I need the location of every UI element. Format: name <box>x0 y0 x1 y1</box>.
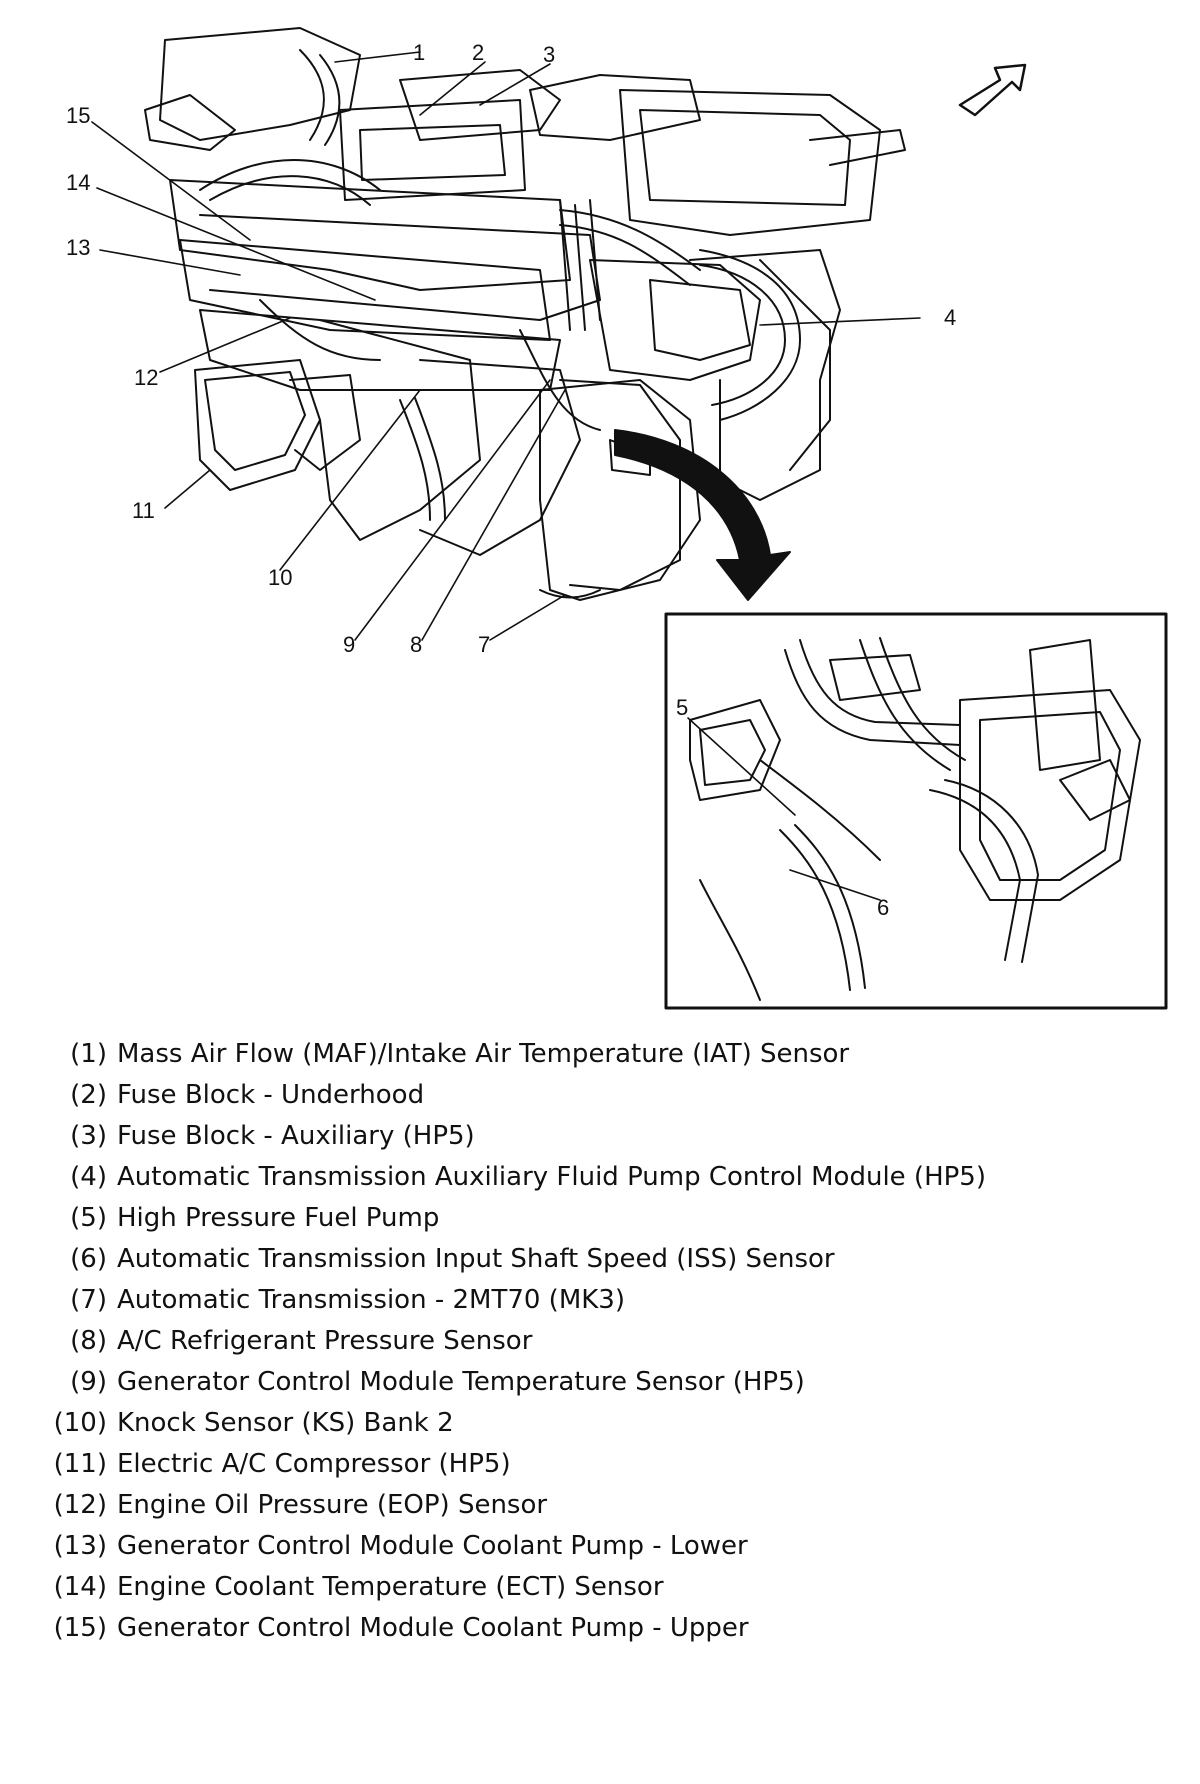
legend-number: (15) <box>53 1613 107 1643</box>
legend-number: (11) <box>53 1449 107 1479</box>
callout-2: 2 <box>472 40 484 65</box>
legend-item: (13) Generator Control Module Coolant Pum… <box>44 1526 1164 1567</box>
legend-label: High Pressure Fuel Pump <box>117 1203 440 1233</box>
component-legend: (1) Mass Air Flow (MAF)/Intake Air Temper… <box>44 1034 1164 1649</box>
callout-6: 6 <box>877 895 889 920</box>
callout-4: 4 <box>944 305 956 330</box>
legend-label: Automatic Transmission Input Shaft Speed… <box>117 1244 835 1274</box>
engine-assembly-drawing <box>144 27 906 601</box>
callout-13: 13 <box>66 235 90 260</box>
legend-number: (8) <box>70 1326 107 1356</box>
callout-9: 9 <box>343 632 355 657</box>
legend-label: Mass Air Flow (MAF)/Intake Air Temperatu… <box>117 1039 850 1069</box>
direction-arrow-icon <box>958 63 1027 117</box>
legend-number: (5) <box>70 1203 107 1233</box>
legend-number: (7) <box>70 1285 107 1315</box>
legend-item: (3) Fuse Block - Auxiliary (HP5) <box>44 1116 1164 1157</box>
callout-3: 3 <box>543 42 555 67</box>
legend-label: Knock Sensor (KS) Bank 2 <box>117 1408 454 1438</box>
legend-number: (4) <box>70 1162 107 1192</box>
callout-1: 1 <box>413 40 425 65</box>
legend-label: Engine Oil Pressure (EOP) Sensor <box>117 1490 548 1520</box>
legend-item: (10) Knock Sensor (KS) Bank 2 <box>44 1403 1164 1444</box>
legend-item: (8) A/C Refrigerant Pressure Sensor <box>44 1321 1164 1362</box>
legend-item: (15) Generator Control Module Coolant Pum… <box>44 1608 1164 1649</box>
legend-number: (10) <box>53 1408 107 1438</box>
callout-7: 7 <box>478 632 490 657</box>
legend-label: Automatic Transmission Auxiliary Fluid P… <box>117 1162 986 1192</box>
legend-label: Fuse Block - Underhood <box>117 1080 425 1110</box>
callout-8: 8 <box>410 632 422 657</box>
callout-12: 12 <box>134 365 158 390</box>
engine-component-diagram: 1 2 3 4 5 6 7 8 9 10 11 12 13 14 15 <box>66 27 1168 1010</box>
legend-label: Generator Control Module Coolant Pump - … <box>117 1531 748 1561</box>
legend-item: (9) Generator Control Module Temperature … <box>44 1362 1164 1403</box>
legend-item: (7) Automatic Transmission - 2MT70 (MK3) <box>44 1280 1164 1321</box>
callout-14: 14 <box>66 170 90 195</box>
legend-item: (12) Engine Oil Pressure (EOP) Sensor <box>44 1485 1164 1526</box>
legend-item: (1) Mass Air Flow (MAF)/Intake Air Temper… <box>44 1034 1164 1075</box>
legend-number: (12) <box>53 1490 107 1520</box>
callout-15: 15 <box>66 103 90 128</box>
legend-item: (2) Fuse Block - Underhood <box>44 1075 1164 1116</box>
legend-label: A/C Refrigerant Pressure Sensor <box>117 1326 533 1356</box>
legend-label: Generator Control Module Temperature Sen… <box>117 1367 805 1397</box>
legend-label: Fuse Block - Auxiliary (HP5) <box>117 1121 475 1151</box>
legend-number: (13) <box>53 1531 107 1561</box>
legend-number: (2) <box>70 1080 107 1110</box>
legend-number: (9) <box>70 1367 107 1397</box>
legend-item: (5) High Pressure Fuel Pump <box>44 1198 1164 1239</box>
callout-10: 10 <box>268 565 292 590</box>
callout-5: 5 <box>676 695 688 720</box>
legend-number: (1) <box>70 1039 107 1069</box>
inset-detail-view <box>664 612 1168 1010</box>
legend-number: (6) <box>70 1244 107 1274</box>
detail-view-arrow-icon <box>614 429 791 601</box>
legend-label: Electric A/C Compressor (HP5) <box>117 1449 511 1479</box>
legend-item: (14) Engine Coolant Temperature (ECT) Sen… <box>44 1567 1164 1608</box>
legend-number: (3) <box>70 1121 107 1151</box>
legend-item: (4) Automatic Transmission Auxiliary Flui… <box>44 1157 1164 1198</box>
callout-11: 11 <box>132 498 155 523</box>
legend-label: Generator Control Module Coolant Pump - … <box>117 1613 749 1643</box>
legend-number: (14) <box>53 1572 107 1602</box>
legend-label: Automatic Transmission - 2MT70 (MK3) <box>117 1285 625 1315</box>
legend-item: (11) Electric A/C Compressor (HP5) <box>44 1444 1164 1485</box>
legend-item: (6) Automatic Transmission Input Shaft Sp… <box>44 1239 1164 1280</box>
legend-label: Engine Coolant Temperature (ECT) Sensor <box>117 1572 664 1602</box>
leader-lines <box>91 51 921 901</box>
